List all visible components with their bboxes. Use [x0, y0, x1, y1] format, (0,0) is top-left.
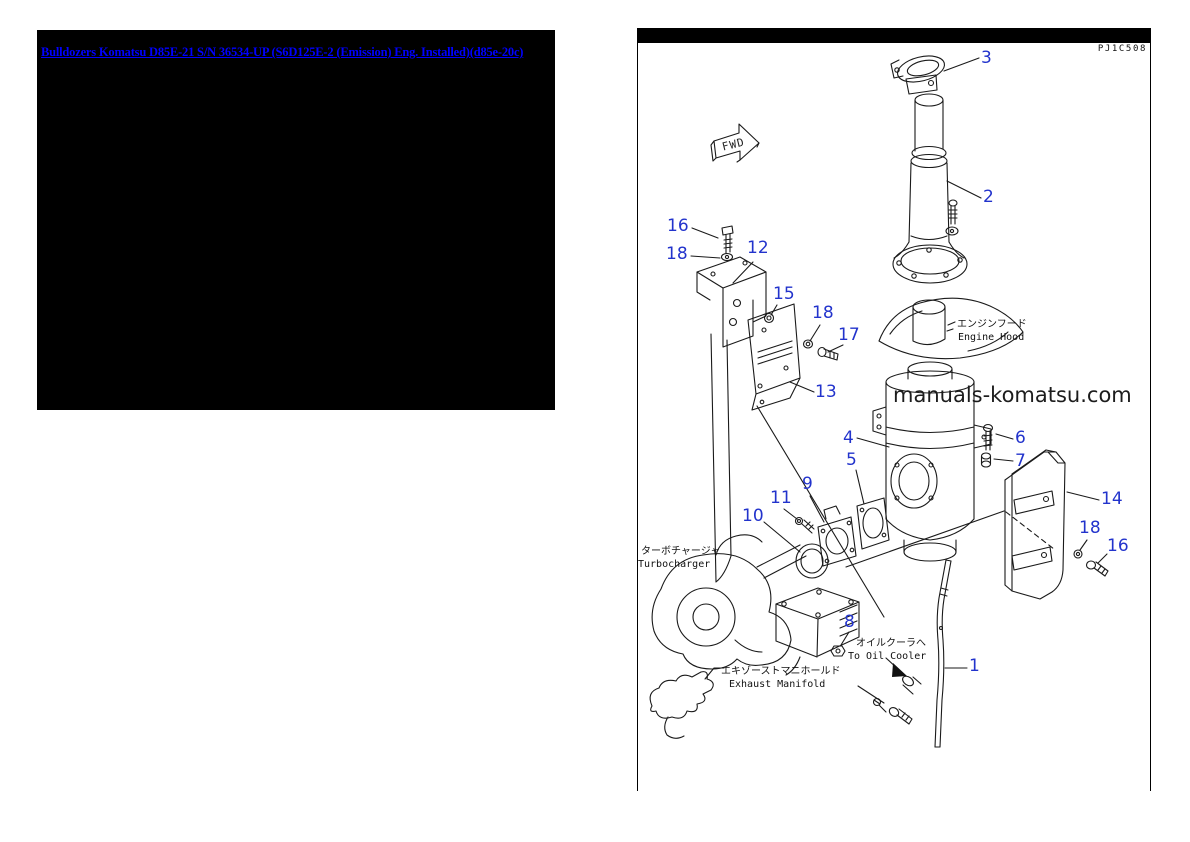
part-number-label-18b: 18 [812, 303, 834, 323]
part-number-label-14: 14 [1101, 489, 1123, 509]
part-number-label-18a: 18 [666, 244, 688, 264]
part-number-label-2: 2 [983, 187, 994, 207]
annotation-to-oil-cooler-en: To Oil Cooler [848, 651, 927, 662]
annotation-engine-hood-en: Engine Hood [958, 332, 1025, 343]
part-number-label-6: 6 [1015, 428, 1026, 448]
watermark: manuals-komatsu.com [893, 383, 1132, 407]
part-number-label-9: 9 [802, 474, 813, 494]
part-number-label-17: 17 [838, 325, 860, 345]
plate-code: PJ1C508 [1097, 44, 1147, 54]
annotation-turbocharger-en: Turbocharger [638, 559, 711, 570]
preview-panel-black [37, 30, 555, 410]
part-number-label-16d: 16 [1107, 536, 1129, 556]
part-number-label-18c: 18 [1079, 518, 1101, 538]
part-number-label-7: 7 [1015, 451, 1026, 471]
part-number-label-13: 13 [815, 382, 837, 402]
part-number-label-1: 1 [969, 656, 980, 676]
part-number-label-8: 8 [844, 612, 855, 632]
annotation-exhaust-manifold-en: Exhaust Manifold [729, 679, 826, 690]
part-number-label-16a: 16 [667, 216, 689, 236]
part-number-label-15: 15 [773, 284, 795, 304]
breadcrumb-link[interactable]: Bulldozers Komatsu D85E-21 S/N 36534-UP … [41, 45, 524, 59]
part-number-label-12: 12 [747, 238, 769, 258]
parts-diagram-frame: PJ1C508 [637, 28, 1151, 791]
part-number-label-11: 11 [770, 488, 792, 508]
annotation-engine-hood-jp: エンジンフード [957, 319, 1027, 330]
annotation-turbocharger-jp: ターボチャージャ [641, 546, 721, 557]
annotation-to-oil-cooler-jp: オイルクーラへ [856, 638, 926, 649]
part-number-label-4: 4 [843, 428, 854, 448]
part-number-label-10: 10 [742, 506, 764, 526]
annotation-exhaust-manifold-jp: エキゾーストマニホールド [721, 666, 841, 677]
part-number-label-3: 3 [981, 48, 992, 68]
part-number-label-5: 5 [846, 450, 857, 470]
diagram-top-bar [638, 28, 1150, 43]
